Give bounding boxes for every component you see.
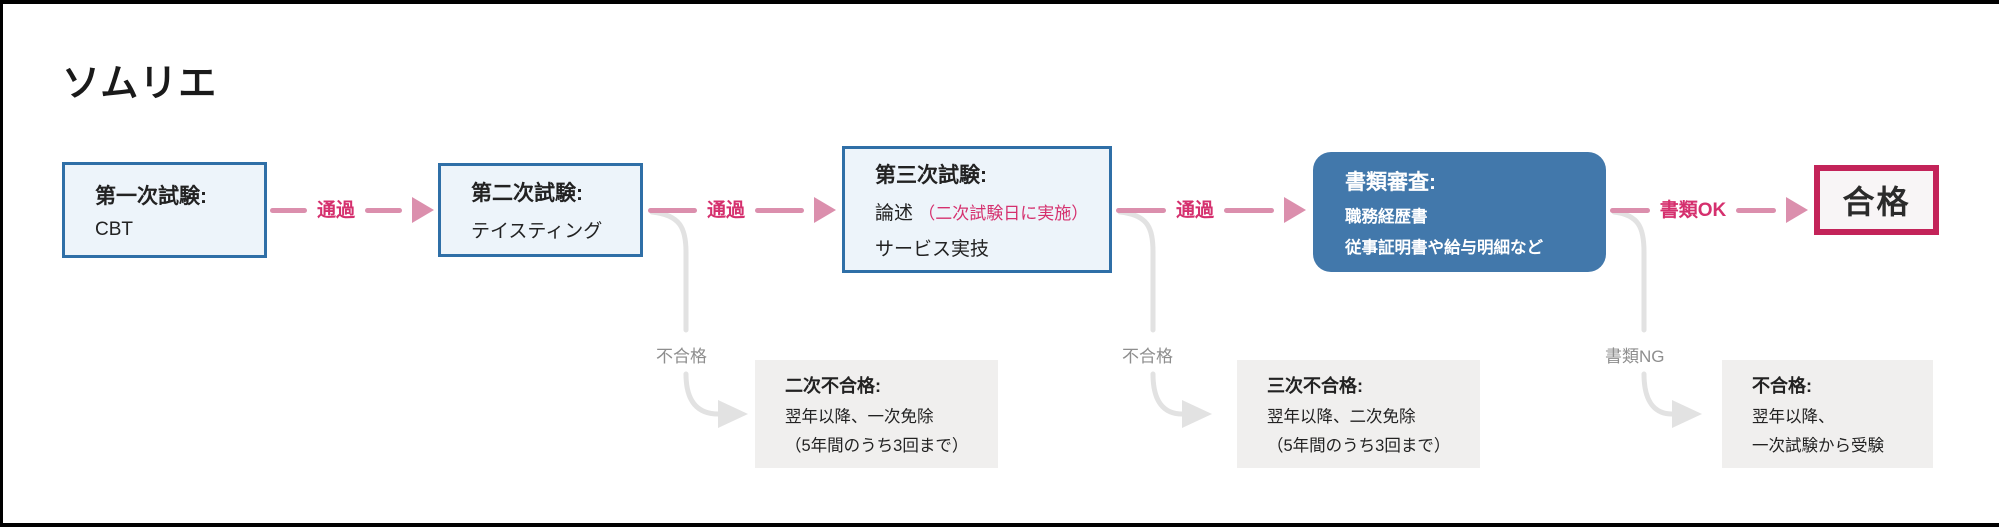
second-exam-box: 第二次試験: テイスティング (438, 163, 643, 257)
fail2-arrowhead-icon (718, 400, 748, 428)
frame-left-border (0, 0, 3, 527)
third-exam-body1: 論述 （二次試験日に実施） (875, 198, 1097, 225)
document-review-heading: 書類審査: (1345, 171, 1436, 194)
docs-ok-arrow-line-right (1736, 207, 1777, 213)
frame-top-border (0, 0, 1999, 4)
fail3-path-arrow (1150, 371, 1185, 417)
docs-ok-arrow: 書類OK (1610, 197, 1809, 223)
fail3-arrowhead-icon (1182, 400, 1212, 428)
pass-arrow-1-head-icon (412, 197, 435, 223)
docs-fail-note-heading: 不合格: (1752, 376, 1812, 396)
document-review-body2: 従事証明書や給与明細など (1345, 239, 1543, 257)
pass-arrow-3-line-left (1116, 207, 1166, 213)
pass-arrow-3-line-right (1224, 207, 1275, 213)
pass-arrow-1-label: 通過 (317, 199, 356, 221)
second-exam-heading: 第二次試験: (471, 182, 583, 205)
third-exam-body1-main: 論述 (875, 202, 914, 224)
first-exam-body: CBT (95, 218, 133, 240)
frame-bottom-border (0, 523, 1999, 527)
fail2-branch-label: 不合格 (656, 347, 707, 366)
fail2-path-arrow (683, 371, 721, 417)
pass-arrow-3-label: 通過 (1176, 199, 1215, 221)
docs-ng-path-down (1611, 209, 1647, 333)
pass-arrow-3: 通過 (1116, 197, 1307, 223)
pass-arrow-2-label: 通過 (707, 199, 746, 221)
second-fail-note-line1: 翌年以降、一次免除 (785, 408, 934, 426)
third-fail-note-line1: 翌年以降、二次免除 (1267, 408, 1416, 426)
second-fail-note-heading: 二次不合格: (785, 376, 881, 396)
second-exam-body: テイスティング (471, 221, 603, 242)
third-exam-body2: サービス実技 (875, 238, 990, 260)
fail2-path-down (649, 209, 689, 333)
second-fail-note-box: 二次不合格: 翌年以降、一次免除 （5年間のうち3回まで） (755, 360, 998, 468)
third-fail-note-box: 三次不合格: 翌年以降、二次免除 （5年間のうち3回まで） (1237, 360, 1480, 468)
pass-box-label: 合格 (1842, 184, 1911, 220)
docs-ng-arrowhead-icon (1672, 400, 1702, 428)
document-review-body1: 職務経歴書 (1345, 208, 1428, 226)
pass-box: 合格 (1814, 165, 1939, 235)
pass-arrow-2-line-left (648, 207, 697, 213)
docs-ok-arrow-head-icon (1786, 197, 1809, 223)
docs-ng-branch-label: 書類NG (1605, 347, 1665, 366)
pass-arrow-2-line-right (755, 207, 805, 213)
pass-arrow-2: 通過 (648, 197, 837, 223)
pass-arrow-1-line-right (365, 207, 403, 213)
first-exam-box: 第一次試験: CBT (62, 162, 267, 258)
fail3-branch-label: 不合格 (1122, 347, 1173, 366)
docs-fail-note-line1: 翌年以降、 (1752, 408, 1835, 426)
second-fail-note-line2: （5年間のうち3回まで） (785, 437, 969, 455)
fail3-path-down (1117, 209, 1156, 333)
third-exam-box: 第三次試験: 論述 （二次試験日に実施） サービス実技 (842, 146, 1112, 273)
third-exam-heading: 第三次試験: (875, 163, 987, 187)
document-review-box: 書類審査: 職務経歴書 従事証明書や給与明細など (1313, 152, 1606, 272)
pass-arrow-3-head-icon (1284, 197, 1307, 223)
docs-fail-note-box: 不合格: 翌年以降、 一次試験から受験 (1722, 360, 1933, 468)
third-fail-note-line2: （5年間のうち3回まで） (1267, 437, 1451, 455)
docs-ok-arrow-line-left (1610, 207, 1650, 213)
docs-fail-note-line2: 一次試験から受験 (1752, 437, 1884, 455)
pass-arrow-1-line-left (270, 207, 307, 213)
pass-arrow-2-head-icon (814, 197, 837, 223)
docs-ng-path-arrow (1641, 371, 1675, 417)
page-title: ソムリエ (62, 63, 218, 105)
pass-arrow-1: 通過 (270, 197, 435, 223)
third-fail-note-heading: 三次不合格: (1267, 376, 1363, 396)
first-exam-heading: 第一次試験: (95, 184, 207, 208)
docs-ok-arrow-label: 書類OK (1659, 199, 1727, 221)
third-exam-body1-note: （二次試験日に実施） (918, 203, 1089, 223)
